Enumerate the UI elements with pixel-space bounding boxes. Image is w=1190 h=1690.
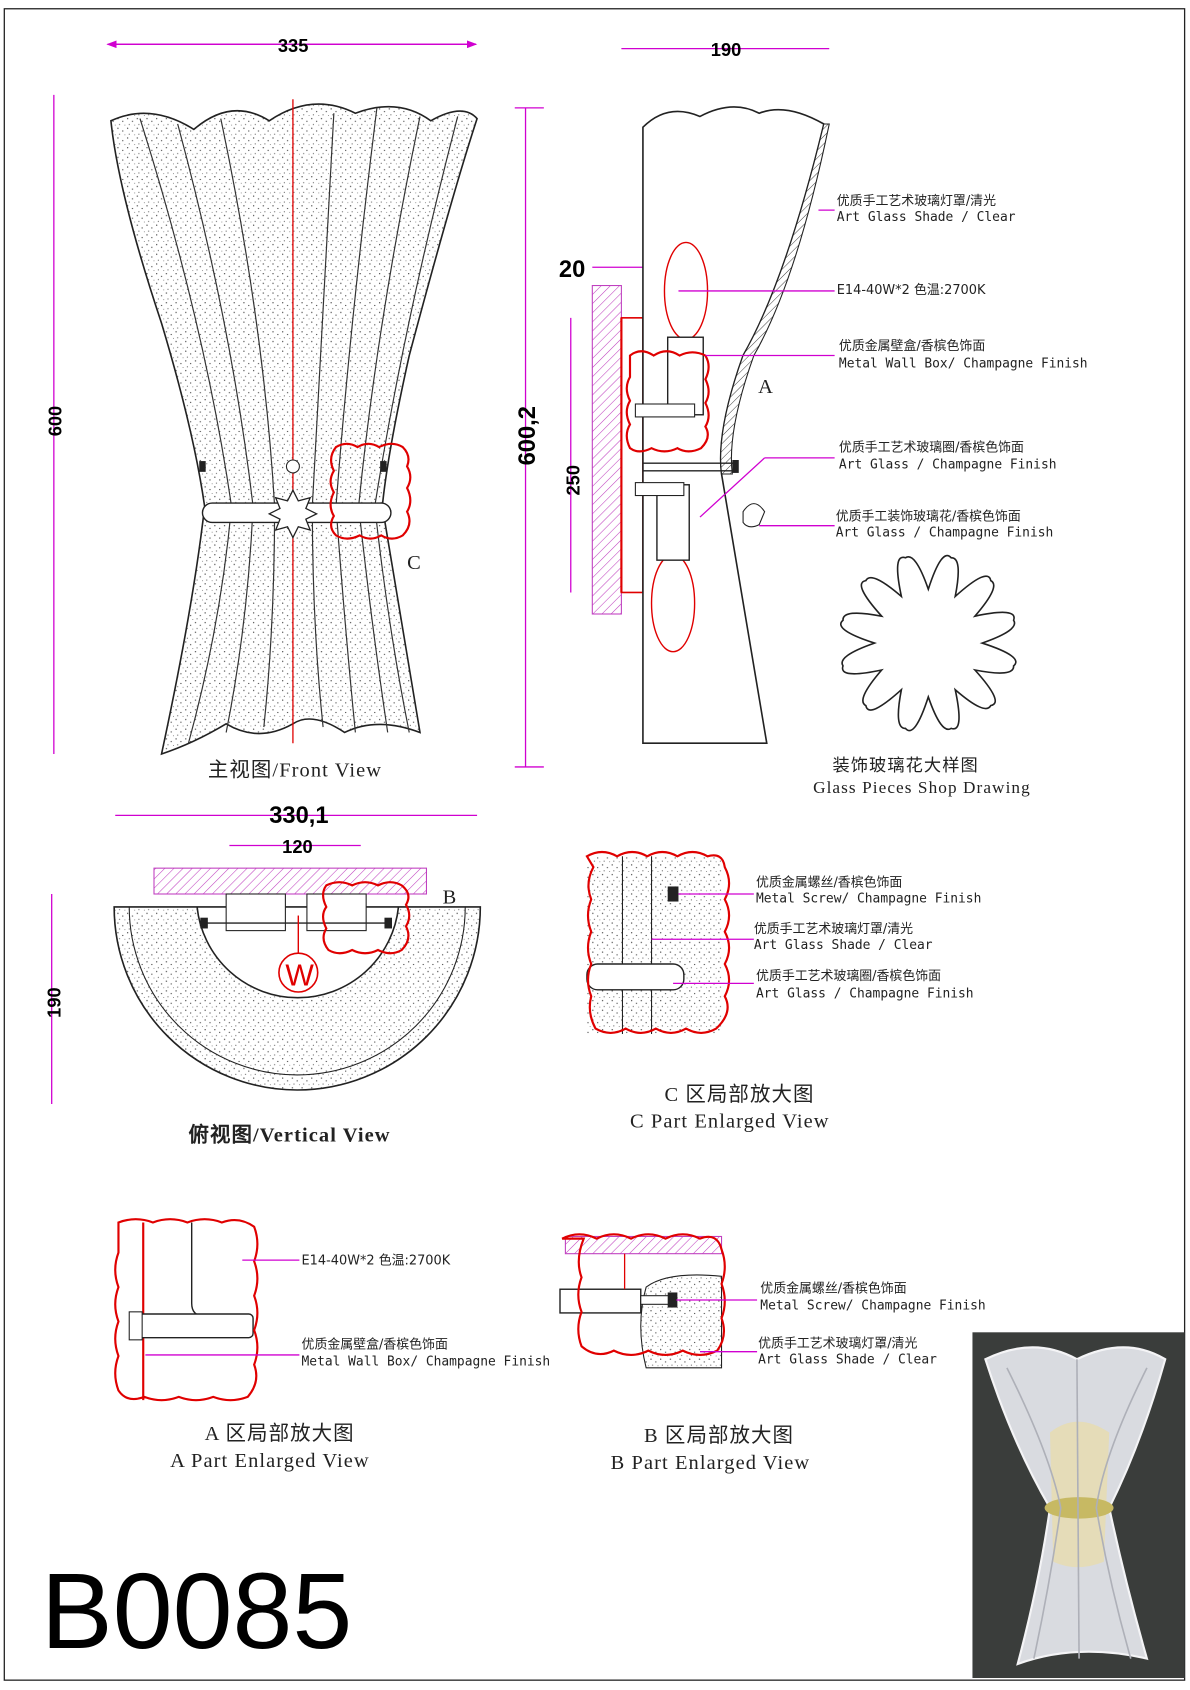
- svg-text:优质金属螺丝/香槟色饰面: 优质金属螺丝/香槟色饰面: [756, 874, 902, 890]
- marker-c: C: [407, 552, 422, 574]
- svg-text:优质手工艺术玻璃圈/香槟色饰面: 优质手工艺术玻璃圈/香槟色饰面: [839, 439, 1024, 455]
- svg-text:Art Glass Shade / Clear: Art Glass Shade / Clear: [754, 938, 933, 953]
- side-label-5: 优质手工装饰玻璃花/香槟色饰面 Art Glass / Champagne Fi…: [836, 508, 1054, 540]
- svg-text:Metal Wall Box/ Champagne Fini: Metal Wall Box/ Champagne Finish: [839, 356, 1088, 371]
- product-photo: [972, 1332, 1185, 1678]
- c-view-title-cn: C 区局部放大图: [664, 1083, 814, 1106]
- svg-text:Metal Screw/ Champagne Finish: Metal Screw/ Champagne Finish: [756, 892, 981, 907]
- dim-top-width: 330,1: [269, 803, 328, 829]
- detail-c-outline: [329, 442, 412, 540]
- dim-top-inner: 120: [282, 836, 313, 857]
- svg-text:Art Glass / Champagne Finish: Art Glass / Champagne Finish: [839, 458, 1057, 473]
- svg-text:优质手工艺术玻璃灯罩/清光: 优质手工艺术玻璃灯罩/清光: [758, 1336, 917, 1351]
- dim-side-box: 250: [562, 465, 583, 496]
- svg-text:Art Glass / Champagne Finish: Art Glass / Champagne Finish: [756, 986, 974, 1001]
- a-view-title-cn: A 区局部放大图: [205, 1422, 355, 1445]
- svg-text:优质手工艺术玻璃圈/香槟色饰面: 优质手工艺术玻璃圈/香槟色饰面: [756, 968, 941, 984]
- dim-side-height: 600,2: [515, 406, 541, 465]
- top-view: 330,1 120 190 W B 俯视图/Vertical View: [43, 803, 482, 1147]
- b-view-title-en: B Part Enlarged View: [611, 1452, 811, 1474]
- detail-a: E14-40W*2 色温:2700K 优质金属壁盒/香槟色饰面 Metal Wal…: [114, 1218, 551, 1472]
- svg-text:优质金属壁盒/香槟色饰面: 优质金属壁盒/香槟色饰面: [302, 1336, 448, 1352]
- model-code: B0085: [41, 1551, 352, 1671]
- sheet-border: [3, 8, 1186, 1681]
- dim-side-offset: 20: [559, 257, 585, 283]
- side-label-1: 优质手工艺术玻璃灯罩/清光 Art Glass Shade / Clear: [837, 194, 1016, 225]
- top-view-title: 俯视图/Vertical View: [188, 1123, 390, 1147]
- b-view-title-cn: B 区局部放大图: [644, 1424, 794, 1447]
- side-label-3: 优质金属壁盒/香槟色饰面 Metal Wall Box/ Champagne F…: [839, 338, 1088, 371]
- svg-text:优质金属壁盒/香槟色饰面: 优质金属壁盒/香槟色饰面: [839, 338, 985, 354]
- svg-text:优质金属螺丝/香槟色饰面: 优质金属螺丝/香槟色饰面: [760, 1280, 906, 1296]
- svg-text:Art Glass / Champagne Finish: Art Glass / Champagne Finish: [836, 525, 1054, 540]
- dim-front-height: 600: [44, 406, 65, 437]
- glass-drawing-title-cn: 装饰玻璃花大样图: [832, 756, 978, 775]
- svg-text:E14-40W*2 色温:2700K: E14-40W*2 色温:2700K: [302, 1252, 451, 1268]
- marker-w: W: [285, 960, 314, 993]
- front-view: 335 600 C 主视图/Front View: [44, 35, 478, 782]
- svg-text:优质手工装饰玻璃花/香槟色饰面: 优质手工装饰玻璃花/香槟色饰面: [836, 508, 1021, 524]
- wall-hatch-top: [153, 867, 427, 895]
- side-label-2: E14-40W*2 色温:2700K: [837, 282, 986, 298]
- glass-flower-front: [267, 488, 319, 539]
- glass-shade-front: [110, 103, 478, 756]
- c-view-title-en: C Part Enlarged View: [630, 1111, 830, 1133]
- front-view-title: 主视图/Front View: [208, 759, 382, 782]
- side-view: 190 600,2 20 250 A: [514, 39, 1088, 768]
- c-label-1: 优质金属螺丝/香槟色饰面 Metal Screw/ Champagne Finis…: [756, 874, 981, 906]
- dim-front-width: 335: [278, 35, 309, 56]
- glass-shade-top: [113, 906, 482, 1091]
- svg-text:优质手工艺术玻璃灯罩/清光: 优质手工艺术玻璃灯罩/清光: [754, 922, 913, 937]
- svg-text:Art Glass Shade / Clear: Art Glass Shade / Clear: [758, 1353, 937, 1368]
- svg-text:Art Glass Shade / Clear: Art Glass Shade / Clear: [837, 210, 1016, 225]
- a-view-title-en: A Part Enlarged View: [170, 1450, 370, 1472]
- marker-b: B: [443, 887, 458, 909]
- glass-flower-drawing: 装饰玻璃花大样图 Glass Pieces Shop Drawing: [813, 554, 1031, 797]
- svg-text:E14-40W*2 色温:2700K: E14-40W*2 色温:2700K: [837, 282, 986, 298]
- svg-text:Metal Wall Box/ Champagne Fini: Metal Wall Box/ Champagne Finish: [302, 1355, 551, 1370]
- glass-flower-outline: [840, 554, 1017, 732]
- detail-b: 优质金属螺丝/香槟色饰面 Metal Screw/ Champagne Finis…: [559, 1233, 986, 1474]
- a-label-1: E14-40W*2 色温:2700K: [302, 1252, 451, 1268]
- marker-a: A: [758, 376, 774, 398]
- b-label-1: 优质金属螺丝/香槟色饰面 Metal Screw/ Champagne Finis…: [760, 1280, 985, 1313]
- svg-text:优质手工艺术玻璃灯罩/清光: 优质手工艺术玻璃灯罩/清光: [837, 194, 996, 209]
- glass-drawing-title-en: Glass Pieces Shop Drawing: [813, 778, 1031, 797]
- dim-top-depth: 190: [43, 987, 64, 1018]
- dim-side-depth: 190: [711, 39, 742, 60]
- b-label-2: 优质手工艺术玻璃灯罩/清光 Art Glass Shade / Clear: [758, 1336, 937, 1367]
- wall-hatch: [591, 284, 622, 615]
- svg-text:Metal Screw/ Champagne Finish: Metal Screw/ Champagne Finish: [760, 1299, 985, 1314]
- detail-c: 优质金属螺丝/香槟色饰面 Metal Screw/ Champagne Finis…: [585, 850, 981, 1133]
- c-label-3: 优质手工艺术玻璃圈/香槟色饰面 Art Glass / Champagne Fin…: [756, 968, 974, 1001]
- a-label-2: 优质金属壁盒/香槟色饰面 Metal Wall Box/ Champagne Fi…: [302, 1336, 551, 1369]
- side-label-4: 优质手工艺术玻璃圈/香槟色饰面 Art Glass / Champagne Fi…: [839, 439, 1057, 472]
- bulb-lower: [650, 554, 696, 653]
